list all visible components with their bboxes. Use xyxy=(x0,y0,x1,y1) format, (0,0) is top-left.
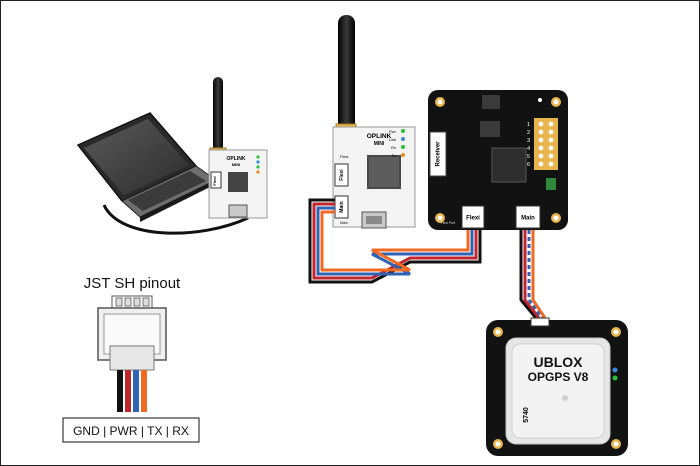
gps-module: UBLOX OPGPS V8 5740 xyxy=(486,317,628,456)
modem-large-main-port-label: Main xyxy=(340,221,348,225)
antenna-small xyxy=(213,77,223,151)
modem-large-chip-inner xyxy=(369,157,399,187)
oplink-modem-large: OPLINK MINI Pwr Link Rx Tx Flexi Flexi M… xyxy=(332,15,416,229)
modem-large-title: OPLINK xyxy=(367,133,392,140)
led-label-rx: Rx xyxy=(391,145,396,150)
controller-flexi-port-label: Flexi Port xyxy=(441,221,456,225)
gps-subtitle: OPGPS V8 xyxy=(528,370,589,384)
modem-large-leds: Pwr Link Rx Tx xyxy=(389,129,405,158)
pin-label-6: 6 xyxy=(527,162,530,168)
modem-small-subtitle: MINI xyxy=(232,162,240,167)
controller-flexi-label: Flexi xyxy=(466,216,480,222)
flight-controller: Receiver 1 2 3 4 5 6 Flexi Flexi Port Ma… xyxy=(428,90,568,230)
modem-large-flexi-port-label: Flexi xyxy=(340,154,349,159)
jst-pinout: JST SH pinout GND | PWR | TX | RX xyxy=(62,275,200,443)
gps-title: UBLOX xyxy=(534,354,584,370)
gps-led-1 xyxy=(612,367,618,373)
modem-large-subtitle: MINI xyxy=(374,141,385,147)
jst-pinout-label: GND | PWR | TX | RX xyxy=(73,424,189,438)
modem-small-port xyxy=(210,171,222,189)
controller-flexi-port xyxy=(461,205,485,229)
led-small-1 xyxy=(256,155,260,159)
controller-mcu xyxy=(491,147,527,183)
laptop-keyboard xyxy=(128,171,206,211)
modem-large-flexi-label: Flexi xyxy=(339,169,345,181)
gps-led-2 xyxy=(612,375,618,381)
pin-label-1: 1 xyxy=(527,122,530,128)
jst-plug xyxy=(109,345,155,371)
pin-label-3: 3 xyxy=(527,138,530,144)
pin-label-2: 2 xyxy=(527,130,530,136)
laptop xyxy=(76,112,217,222)
usb-cable xyxy=(102,204,249,235)
controller-main-port xyxy=(515,205,541,229)
led-small-2 xyxy=(256,160,260,164)
led-label-pwr: Pwr xyxy=(389,129,397,134)
modem-small-usb xyxy=(228,204,248,218)
modem-small-title: OPLINK xyxy=(227,156,246,162)
modem-large-main-label: Main xyxy=(339,201,345,212)
led-small-4 xyxy=(256,170,260,174)
jst-wires xyxy=(117,370,147,412)
led-small-3 xyxy=(256,165,260,169)
controller-receiver-label: Receiver xyxy=(436,141,442,167)
pin-label-5: 5 xyxy=(527,154,530,160)
antenna-large xyxy=(338,15,355,133)
led-label-link: Link xyxy=(389,137,396,142)
controller-chip-b xyxy=(480,121,500,137)
led-label-tx: Tx xyxy=(392,153,396,158)
flexi-wire-bundle xyxy=(308,198,482,284)
laptop-screen xyxy=(84,119,189,195)
laptop-edge xyxy=(140,180,216,222)
controller-receiver-port xyxy=(429,131,447,177)
oplink-modem-small: OPLINK MINI Flexi xyxy=(208,77,268,219)
modem-small-port-label: Flexi xyxy=(212,176,217,185)
jst-pinout-box xyxy=(62,417,200,443)
modem-small-chip xyxy=(228,172,248,192)
controller-main-label: Main xyxy=(521,216,535,222)
pin-label-4: 4 xyxy=(527,146,530,152)
gps-chip-label: 5740 xyxy=(523,407,530,423)
controller-led-green xyxy=(546,178,556,190)
controller-pin-header xyxy=(534,118,558,170)
gps-wire-bundle xyxy=(519,230,547,319)
controller-chip-a xyxy=(482,95,500,109)
jst-title: JST SH pinout xyxy=(84,275,181,292)
modem-large-flexi-port xyxy=(334,163,349,187)
gps-connector xyxy=(530,317,550,327)
